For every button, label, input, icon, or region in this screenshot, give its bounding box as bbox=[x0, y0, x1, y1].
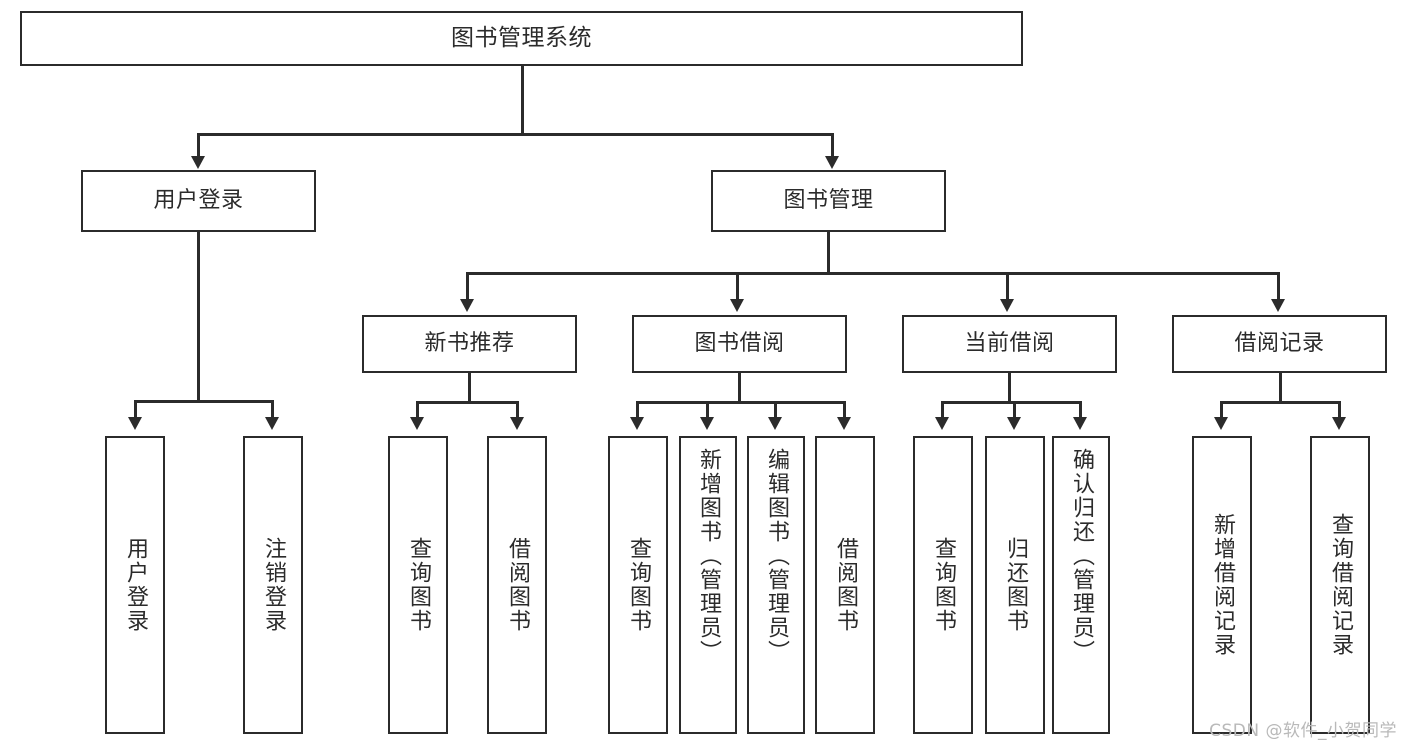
node-root-system[interactable]: 图书管理系统 bbox=[20, 11, 1023, 66]
node-label: 用户登录 bbox=[153, 188, 244, 214]
connector-root-stem bbox=[521, 66, 524, 135]
arrowhead-book-management bbox=[825, 156, 839, 169]
node-label: 新增借阅记录 bbox=[1210, 513, 1235, 657]
node-leaf-confirm-return[interactable]: 确认归还（管理员） bbox=[1052, 436, 1110, 734]
node-leaf-add-record[interactable]: 新增借阅记录 bbox=[1192, 436, 1252, 734]
node-label: 查询借阅记录 bbox=[1328, 513, 1353, 657]
connector-bm-bus bbox=[466, 272, 1280, 275]
node-new-book-recommend[interactable]: 新书推荐 bbox=[362, 315, 577, 373]
arrowhead-leaf-confirm-return bbox=[1073, 417, 1087, 430]
arrowhead-leaf-query-book-1 bbox=[410, 417, 424, 430]
node-leaf-logout[interactable]: 注销登录 bbox=[243, 436, 303, 734]
node-label: 当前借阅 bbox=[964, 331, 1055, 357]
node-leaf-add-book[interactable]: 新增图书（管理员） bbox=[679, 436, 737, 734]
arrowhead-leaf-logout bbox=[265, 417, 279, 430]
node-leaf-edit-book[interactable]: 编辑图书（管理员） bbox=[747, 436, 805, 734]
arrowhead-leaf-borrow-book-2 bbox=[837, 417, 851, 430]
arrowhead-leaf-add-book bbox=[700, 417, 714, 430]
connector-to-book-management bbox=[831, 133, 834, 158]
arrowhead-user-login bbox=[191, 156, 205, 169]
arrowhead-new-book-recommend bbox=[460, 299, 474, 312]
node-label: 新书推荐 bbox=[424, 331, 515, 357]
node-label: 归还图书 bbox=[1003, 537, 1028, 633]
node-label: 图书借阅 bbox=[694, 331, 785, 357]
connector-to-new-book-recommend bbox=[466, 272, 469, 300]
connector-to-borrow-record bbox=[1277, 272, 1280, 300]
node-label: 借阅图书 bbox=[833, 537, 858, 633]
node-book-borrow[interactable]: 图书借阅 bbox=[632, 315, 847, 373]
node-leaf-borrow-book-1[interactable]: 借阅图书 bbox=[487, 436, 547, 734]
connector-br-d1 bbox=[1220, 401, 1223, 418]
connector-br-stem bbox=[1279, 373, 1282, 403]
node-label: 借阅记录 bbox=[1234, 331, 1325, 357]
arrowhead-leaf-query-book-2 bbox=[630, 417, 644, 430]
connector-cb-stem bbox=[1008, 373, 1011, 403]
node-label: 图书管理系统 bbox=[451, 25, 592, 52]
node-leaf-return-book[interactable]: 归还图书 bbox=[985, 436, 1045, 734]
arrowhead-leaf-query-record bbox=[1332, 417, 1346, 430]
node-user-login[interactable]: 用户登录 bbox=[81, 170, 316, 232]
node-label: 新增图书（管理员） bbox=[696, 448, 721, 664]
node-borrow-record[interactable]: 借阅记录 bbox=[1172, 315, 1387, 373]
connector-bb-d4 bbox=[843, 401, 846, 418]
connector-to-user-login bbox=[197, 133, 200, 158]
connector-root-bus bbox=[197, 133, 834, 136]
connector-br-d2 bbox=[1338, 401, 1341, 418]
connector-bm-stem bbox=[827, 232, 830, 274]
arrowhead-leaf-user-login bbox=[128, 417, 142, 430]
node-label: 注销登录 bbox=[261, 537, 286, 633]
connector-ul-stem bbox=[197, 232, 200, 402]
connector-ul-bus bbox=[134, 400, 271, 403]
connector-nbr-stem bbox=[468, 373, 471, 403]
node-label: 编辑图书（管理员） bbox=[764, 448, 789, 664]
connector-cb-d2 bbox=[1013, 401, 1016, 418]
node-label: 查询图书 bbox=[626, 537, 651, 633]
csdn-watermark: CSDN @软件_小贺同学 bbox=[1209, 721, 1397, 741]
connector-bb-stem bbox=[738, 373, 741, 403]
connector-nbr-bus bbox=[416, 401, 518, 404]
connector-bb-bus bbox=[636, 401, 844, 404]
node-label: 用户登录 bbox=[123, 537, 148, 633]
connector-nbr-d1 bbox=[416, 401, 419, 418]
node-leaf-borrow-book-2[interactable]: 借阅图书 bbox=[815, 436, 875, 734]
node-current-borrow[interactable]: 当前借阅 bbox=[902, 315, 1117, 373]
node-leaf-query-book-2[interactable]: 查询图书 bbox=[608, 436, 668, 734]
connector-cb-d3 bbox=[1079, 401, 1082, 418]
connector-to-current-borrow bbox=[1006, 272, 1009, 300]
node-book-management[interactable]: 图书管理 bbox=[711, 170, 946, 232]
connector-ul-right-drop bbox=[271, 400, 274, 418]
node-label: 图书管理 bbox=[783, 188, 874, 214]
arrowhead-leaf-edit-book bbox=[768, 417, 782, 430]
node-label: 借阅图书 bbox=[505, 537, 530, 633]
node-label: 查询图书 bbox=[931, 537, 956, 633]
node-leaf-query-record[interactable]: 查询借阅记录 bbox=[1310, 436, 1370, 734]
connector-bb-d1 bbox=[636, 401, 639, 418]
connector-ul-left-drop bbox=[134, 400, 137, 418]
connector-cb-bus bbox=[941, 401, 1081, 404]
arrowhead-book-borrow bbox=[730, 299, 744, 312]
arrowhead-current-borrow bbox=[1000, 299, 1014, 312]
node-label: 查询图书 bbox=[406, 537, 431, 633]
arrowhead-leaf-return-book bbox=[1007, 417, 1021, 430]
connector-bb-d2 bbox=[706, 401, 709, 418]
node-leaf-query-book-1[interactable]: 查询图书 bbox=[388, 436, 448, 734]
connector-to-book-borrow bbox=[736, 272, 739, 300]
node-leaf-query-book-3[interactable]: 查询图书 bbox=[913, 436, 973, 734]
node-leaf-user-login[interactable]: 用户登录 bbox=[105, 436, 165, 734]
arrowhead-borrow-record bbox=[1271, 299, 1285, 312]
connector-br-bus bbox=[1220, 401, 1340, 404]
connector-bb-d3 bbox=[774, 401, 777, 418]
arrowhead-leaf-query-book-3 bbox=[935, 417, 949, 430]
arrowhead-leaf-borrow-book-1 bbox=[510, 417, 524, 430]
arrowhead-leaf-add-record bbox=[1214, 417, 1228, 430]
connector-cb-d1 bbox=[941, 401, 944, 418]
connector-nbr-d2 bbox=[516, 401, 519, 418]
node-label: 确认归还（管理员） bbox=[1069, 448, 1094, 664]
